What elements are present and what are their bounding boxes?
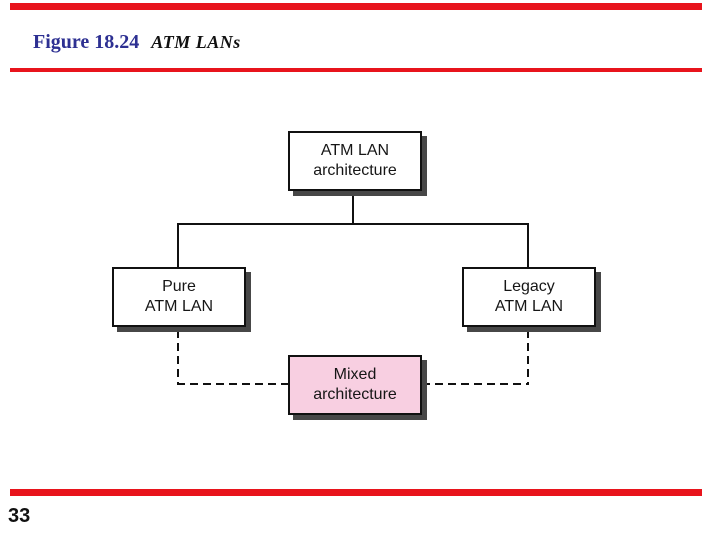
title-underline-red-rule <box>10 68 702 72</box>
node-atm-lan-architecture: ATM LAN architecture <box>288 131 422 191</box>
node-mixed-architecture: Mixed architecture <box>288 355 422 415</box>
dashed-connector-legacy-down <box>527 330 529 383</box>
node-label-line: ATM LAN <box>494 298 564 315</box>
connector-to-legacy <box>527 223 529 267</box>
slide-title: Figure 18.24 ATM LANs <box>33 31 241 54</box>
node-label-line: Legacy <box>503 278 555 295</box>
node-label-line: Pure <box>162 278 196 295</box>
dashed-connector-pure-down <box>177 330 179 383</box>
bottom-red-rule <box>10 489 702 496</box>
page-number: 33 <box>8 505 31 527</box>
node-label-line: architecture <box>313 162 397 179</box>
connector-horizontal <box>177 223 529 225</box>
connector-root-stem <box>352 189 354 224</box>
dashed-connector-legacy-to-mixed <box>422 383 529 385</box>
node-label-line: ATM LAN <box>144 298 214 315</box>
node-label-line: ATM LAN <box>320 142 390 159</box>
node-label-line: architecture <box>313 386 397 403</box>
dashed-connector-pure-to-mixed <box>177 383 288 385</box>
node-legacy-atm-lan: Legacy ATM LAN <box>462 267 596 327</box>
top-red-rule <box>10 3 702 10</box>
connector-to-pure <box>177 223 179 267</box>
node-pure-atm-lan: Pure ATM LAN <box>112 267 246 327</box>
figure-title: ATM LANs <box>151 32 241 52</box>
node-label-line: Mixed <box>333 366 377 383</box>
figure-number: Figure 18.24 <box>33 31 140 53</box>
